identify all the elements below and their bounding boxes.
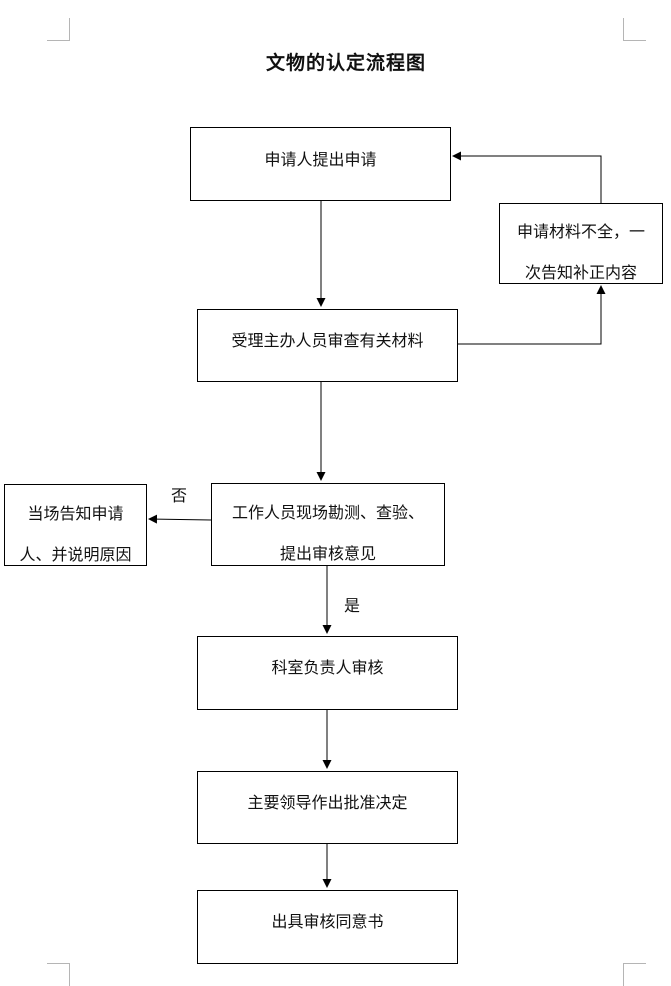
arrow-review-to-incomplete [457,285,606,345]
node-review-materials: 受理主办人员审查有关材料 [197,309,458,382]
node-apply: 申请人提出申请 [190,127,451,201]
node-section-chief: 科室负责人审核 [197,636,458,710]
node-section-chief-text: 科室负责人审核 [271,658,384,677]
node-apply-text: 申请人提出申请 [264,150,377,169]
node-issue-opinion: 出具审核同意书 [197,890,458,964]
page-corner-mark [47,963,70,986]
edge-label-no: 否 [171,486,188,505]
node-leader-decision-text: 主要领导作出批准决定 [247,793,408,812]
node-review-materials-text: 受理主办人员审查有关材料 [231,331,424,350]
edge-label-yes: 是 [344,596,361,615]
arrow-incomplete-to-apply [452,151,602,203]
node-notify-reject-text-line-1: 当场告知申请 [27,504,124,523]
diagram-title: 文物的认定流程图 [265,52,426,74]
node-issue-opinion-text: 出具审核同意书 [271,912,384,931]
node-incomplete-text-line-2: 次告知补正内容 [524,263,637,282]
node-survey: 工作人员现场勘测、查验、 提出审核意见 [211,483,445,566]
node-incomplete: 申请材料不全，一 次告知补正内容 [499,203,663,284]
page-corner-mark [623,963,646,986]
node-notify-reject: 当场告知申请 人、并说明原因 [4,484,147,566]
node-leader-decision: 主要领导作出批准决定 [197,771,458,844]
node-survey-text-line-2: 提出审核意见 [279,544,376,563]
page-corner-mark [623,18,646,41]
page-corner-mark [47,18,70,41]
arrow-survey-to-notify [148,514,212,524]
node-survey-text-line-1: 工作人员现场勘测、查验、 [231,503,424,522]
node-notify-reject-text-line-2: 人、并说明原因 [19,545,132,564]
node-incomplete-text-line-1: 申请材料不全，一 [516,222,645,241]
